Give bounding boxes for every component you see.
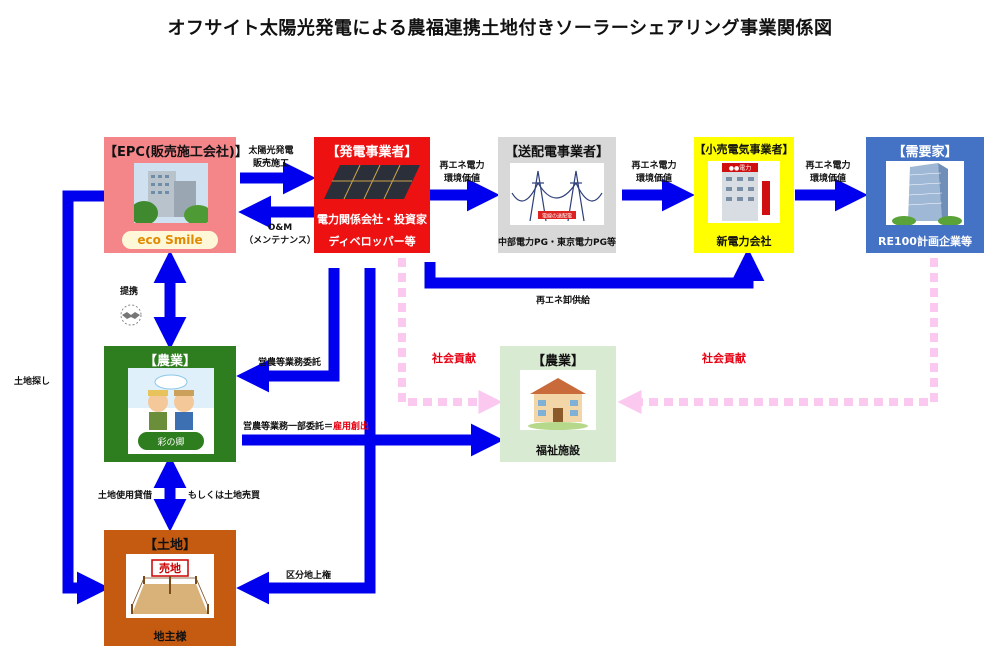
box-generator: 【発電事業者】 電力関係会社・投資家 ディベロッパー等 bbox=[314, 137, 430, 253]
farmers-image: 彩の卿 bbox=[128, 368, 214, 454]
arrow-land-search bbox=[62, 190, 110, 605]
box-demand-foot: RE100計画企業等 bbox=[878, 235, 972, 248]
power-tower-image: 電線の送配電 bbox=[510, 163, 604, 225]
label-re-retail-demand-line2: 環境価値 bbox=[809, 174, 846, 184]
box-agriculture: 【農業】 彩の卿 bbox=[104, 346, 236, 462]
box-generator-sub1: 電力関係会社・投資家 bbox=[317, 213, 427, 226]
label-re-td-retail-line2: 環境価値 bbox=[635, 174, 672, 184]
label-farm-consign: 営農等業務委託 bbox=[258, 358, 322, 368]
handshake-icon bbox=[117, 304, 145, 326]
label-re-gen-td-line1: 再エネ電力 bbox=[439, 161, 485, 171]
label-re-td-retail-line1: 再エネ電力 bbox=[631, 161, 677, 171]
box-land: 【土地】 売地 地主様 bbox=[104, 530, 236, 646]
label-sales-line2: 販売施工 bbox=[252, 159, 289, 169]
arrow-farm-consign bbox=[236, 268, 340, 393]
retail-sign: ●●電力 bbox=[729, 164, 751, 172]
box-land-foot: 地主様 bbox=[153, 630, 187, 643]
label-partner: 提携 bbox=[120, 287, 139, 297]
agri-logo: 彩の卿 bbox=[157, 437, 184, 448]
label-sales-line1: 太陽光発電 bbox=[248, 146, 294, 156]
tower-sign: 電線の送配電 bbox=[542, 213, 572, 220]
box-retail-title: 【小売電気事業者】 bbox=[694, 143, 794, 156]
box-retail-foot: 新電力会社 bbox=[716, 235, 772, 248]
box-retail: 【小売電気事業者】 ●●電力 新電力会社 bbox=[694, 137, 794, 253]
retail-building-image: ●●電力 bbox=[708, 161, 780, 223]
label-social-contribution-2: 社会貢献 bbox=[702, 352, 746, 365]
label-re-retail-demand-line1: 再エネ電力 bbox=[805, 161, 851, 171]
label-employment: 雇用創出 bbox=[333, 422, 370, 432]
box-demand: 【需要家】 RE100計画企業等 bbox=[866, 137, 984, 253]
arrow-surface bbox=[236, 268, 376, 605]
dotted-social-gen bbox=[398, 258, 503, 414]
label-surface-right: 区分地上権 bbox=[286, 571, 332, 581]
box-transmission: 【送配電事業者】 電線の送配電 中部電力PG・東京電力PG等 bbox=[498, 137, 616, 253]
label-om-line2: （メンテナンス） bbox=[244, 236, 316, 246]
box-land-title: 【土地】 bbox=[143, 538, 196, 553]
eco-smile-logo: eco Smile bbox=[122, 231, 218, 249]
welfare-facility-image bbox=[520, 370, 596, 430]
for-sale-sign: 売地 bbox=[159, 561, 181, 575]
arrow-wholesale bbox=[424, 248, 765, 289]
label-partial-consign-text: 営農等業務一部委託＝ bbox=[243, 422, 334, 432]
box-welfare: 【農業】 福祉施設 bbox=[500, 346, 616, 462]
box-welfare-title: 【農業】 bbox=[531, 354, 584, 369]
office-tower-image bbox=[886, 161, 964, 225]
label-land-search: 土地探し bbox=[14, 377, 51, 387]
label-re-retail-demand: 再エネ電力 環境価値 bbox=[798, 160, 858, 186]
box-agriculture-title: 【農業】 bbox=[143, 354, 196, 369]
label-sale: もしくは土地売買 bbox=[188, 491, 261, 501]
label-sales: 太陽光発電 販売施工 bbox=[244, 145, 298, 171]
label-om: O&M （メンテナンス） bbox=[240, 222, 320, 248]
box-epc-title: 【EPC(販売施工会社)】 bbox=[104, 145, 248, 160]
box-generator-title: 【発電事業者】 bbox=[326, 145, 418, 160]
label-re-gen-td-line2: 環境価値 bbox=[443, 174, 480, 184]
land-plot-image: 売地 bbox=[126, 554, 214, 618]
box-welfare-foot: 福祉施設 bbox=[536, 444, 580, 457]
box-transmission-foot: 中部電力PG・東京電力PG等 bbox=[498, 238, 616, 248]
box-demand-title: 【需要家】 bbox=[892, 145, 958, 160]
diagram-title: オフサイト太陽光発電による農福連携土地付きソーラーシェアリング事業関係図 bbox=[167, 18, 833, 39]
label-re-td-retail: 再エネ電力 環境価値 bbox=[624, 160, 684, 186]
label-social-contribution-1: 社会貢献 bbox=[432, 352, 476, 365]
label-partial-consign: 営農等業務一部委託＝雇用創出 bbox=[243, 421, 369, 434]
box-generator-sub2: ディベロッパー等 bbox=[328, 235, 416, 248]
epc-building-image bbox=[134, 163, 208, 223]
box-transmission-title: 【送配電事業者】 bbox=[504, 145, 609, 160]
label-wholesale: 再エネ卸供給 bbox=[536, 296, 591, 306]
label-om-line1: O&M bbox=[267, 223, 293, 233]
solar-panel-image bbox=[320, 161, 424, 203]
label-re-gen-td: 再エネ電力 環境価値 bbox=[432, 160, 492, 186]
box-epc: 【EPC(販売施工会社)】 eco Smile bbox=[104, 137, 248, 253]
dotted-social-demand bbox=[617, 258, 938, 414]
label-lease: 土地使用貸借 bbox=[98, 491, 153, 501]
